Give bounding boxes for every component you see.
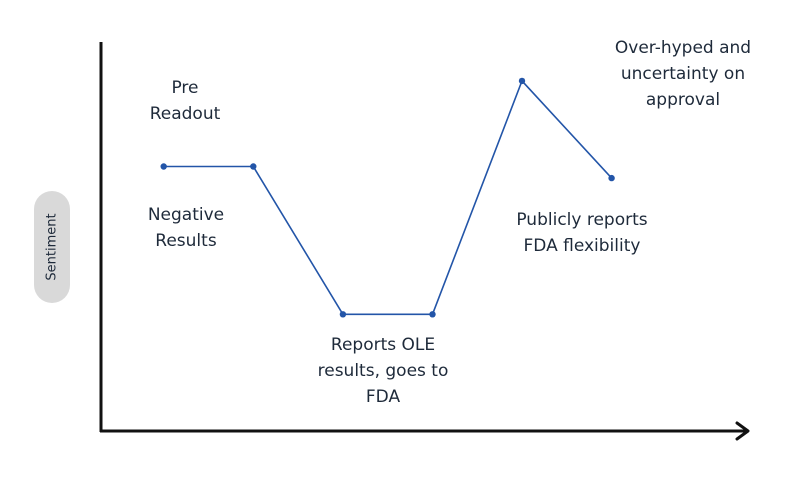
data-point: [160, 163, 167, 170]
annotation-over-hyped: Over-hyped and uncertainty on approval: [583, 35, 783, 113]
annotation-line: Readout: [149, 104, 221, 124]
annotation-line: FDA: [365, 387, 401, 407]
annotation-line: approval: [645, 90, 721, 110]
annotation-line: Pre: [171, 78, 199, 98]
data-point: [518, 77, 526, 85]
annotation-pre-readout: Pre Readout: [115, 75, 255, 127]
annotation-line: Over-hyped and: [614, 38, 752, 58]
annotation-negative-results: Negative Results: [111, 202, 261, 254]
data-point: [250, 163, 257, 170]
annotation-line: Reports OLE: [330, 335, 436, 355]
data-point: [339, 311, 347, 318]
data-point: [608, 174, 615, 182]
annotation-line: Results: [155, 231, 217, 251]
data-point: [429, 311, 436, 318]
annotation-publicly-reports: Publicly reports FDA flexibility: [492, 207, 672, 259]
data-points: [160, 77, 615, 318]
x-axis-arrowhead: [735, 421, 750, 441]
annotation-line: uncertainty on: [620, 64, 746, 84]
annotation-reports-ole: Reports OLE results, goes to FDA: [293, 332, 473, 410]
y-axis-label: Sentiment: [44, 213, 60, 281]
annotation-line: FDA flexibility: [523, 236, 641, 256]
annotation-line: results, goes to: [317, 361, 449, 381]
annotation-line: Publicly reports: [516, 210, 648, 230]
series-line: [163, 79, 613, 316]
annotation-line: Negative: [147, 205, 225, 225]
y-axis-label-pill: [34, 191, 70, 303]
